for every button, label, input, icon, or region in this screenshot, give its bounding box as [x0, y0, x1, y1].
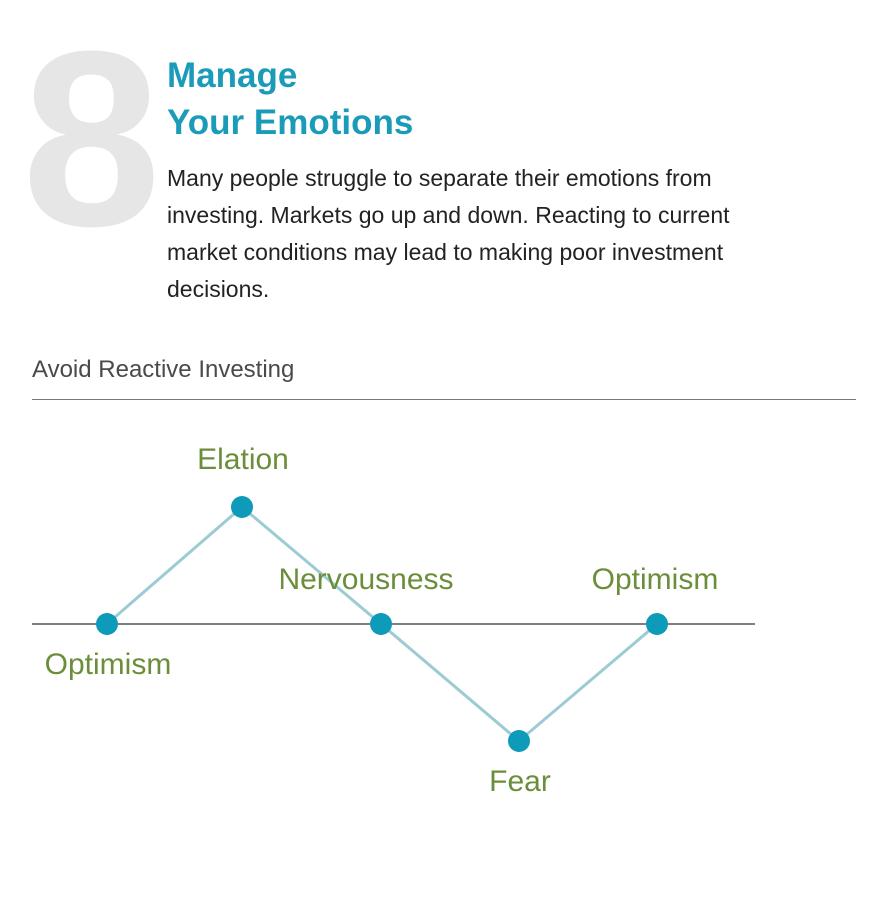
cycle-path: [106, 505, 658, 743]
cycle-segment: [241, 505, 382, 626]
title-line-1: Manage: [167, 56, 298, 95]
cycle-segment: [380, 622, 520, 743]
cycle-node: [96, 613, 118, 635]
page-title: Manage Your Emotions: [167, 52, 413, 146]
cycle-node: [231, 496, 253, 518]
intro-paragraph: Many people struggle to separate their e…: [167, 165, 730, 302]
cycle-label: Elation: [197, 443, 289, 476]
title-line-2: Your Emotions: [167, 103, 414, 142]
cycle-nodes: [96, 496, 668, 752]
cycle-label: Nervousness: [278, 563, 453, 596]
section-divider: [32, 399, 856, 400]
cycle-node: [508, 730, 530, 752]
cycle-segment: [106, 505, 243, 626]
cycle-node: [370, 613, 392, 635]
cycle-label: Optimism: [45, 648, 172, 681]
cycle-label: Optimism: [592, 563, 719, 596]
cycle-label: Fear: [489, 765, 551, 798]
step-number: 8: [22, 0, 161, 278]
section-title: Avoid Reactive Investing: [32, 356, 295, 383]
cycle-node: [646, 613, 668, 635]
cycle-segment: [518, 622, 658, 743]
